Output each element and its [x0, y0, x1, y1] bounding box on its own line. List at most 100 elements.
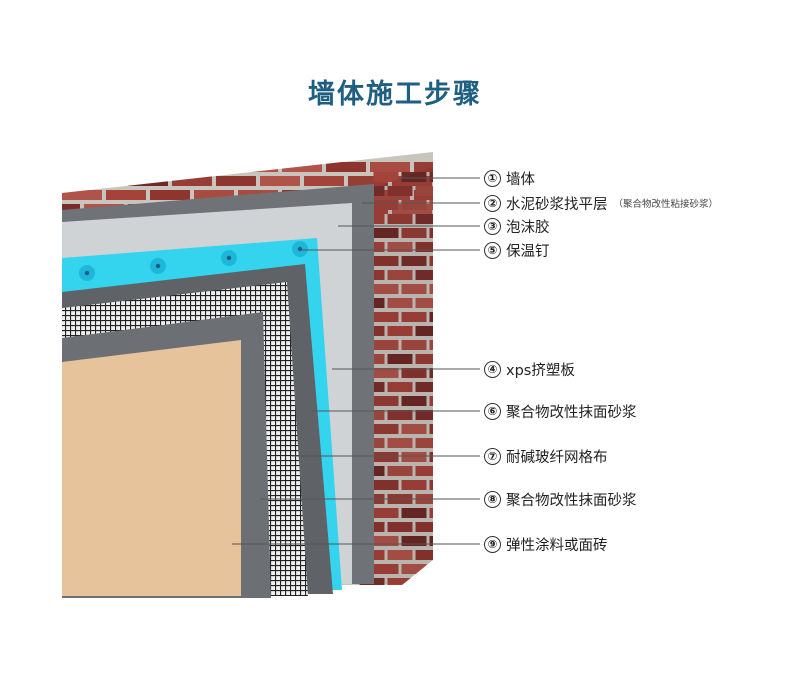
label-wall: ① 墙体	[484, 167, 535, 189]
brick	[415, 522, 433, 532]
brick	[415, 298, 433, 308]
brick	[62, 190, 102, 200]
brick	[62, 176, 80, 186]
brick	[387, 214, 413, 224]
brick	[429, 536, 433, 546]
brick	[429, 452, 433, 462]
brick	[429, 200, 433, 210]
label-insulation-nail: ⑤ 保温钉	[484, 239, 550, 261]
brick	[401, 312, 427, 322]
brick	[348, 176, 388, 186]
label-foam-glue: ③ 泡沫胶	[484, 215, 550, 237]
brick	[401, 396, 427, 406]
brick	[194, 190, 234, 200]
brick	[128, 176, 168, 186]
brick	[401, 564, 427, 574]
insulation-nails	[79, 241, 308, 281]
brick	[387, 354, 413, 364]
brick	[216, 176, 256, 186]
brick	[387, 382, 413, 392]
brick	[238, 162, 278, 172]
brick	[415, 550, 433, 560]
brick	[373, 368, 399, 378]
brick	[260, 176, 300, 186]
brick	[429, 480, 433, 490]
brick	[387, 550, 413, 560]
brick	[401, 256, 427, 266]
brick	[150, 190, 190, 200]
brick	[401, 228, 427, 238]
label-render-mortar-1: ⑥ 聚合物改性抹面砂浆	[484, 400, 637, 422]
label-text: 水泥砂浆找平层	[506, 196, 608, 213]
brick	[401, 480, 427, 490]
brick	[415, 354, 433, 364]
label-number: ⑦	[484, 447, 501, 465]
brick	[373, 536, 399, 546]
brick	[373, 452, 399, 462]
label-text: 弹性涂料或面砖	[506, 537, 608, 554]
brick	[429, 172, 433, 182]
brick	[387, 326, 413, 336]
brick	[401, 200, 427, 210]
nail-dot	[221, 250, 237, 266]
brick	[387, 242, 413, 252]
brick	[429, 396, 433, 406]
label-number: ⑨	[484, 535, 501, 553]
label-text: xps挤塑板	[506, 362, 575, 379]
brick	[373, 172, 399, 182]
brick	[401, 340, 427, 350]
brick	[370, 162, 410, 172]
brick	[373, 340, 399, 350]
brick	[401, 172, 427, 182]
brick	[415, 578, 433, 585]
brick	[373, 284, 399, 294]
brick	[387, 438, 413, 448]
brick	[387, 578, 413, 585]
brick	[373, 312, 399, 322]
label-finish-coating: ⑨ 弹性涂料或面砖	[484, 533, 608, 555]
brick	[415, 466, 433, 476]
brick	[429, 284, 433, 294]
brick	[436, 204, 476, 214]
label-text: 聚合物改性抹面砂浆	[506, 404, 637, 421]
leader-lines	[232, 177, 480, 545]
brick	[172, 176, 212, 186]
brick	[373, 396, 399, 406]
brick	[429, 368, 433, 378]
brick	[429, 256, 433, 266]
label-xps-board: ④ xps挤塑板	[484, 358, 575, 380]
label-number: ⑥	[484, 402, 501, 420]
brick	[414, 162, 433, 172]
brick	[373, 480, 399, 490]
label-number: ①	[484, 169, 501, 187]
brick	[373, 508, 399, 518]
brick	[415, 214, 433, 224]
brick	[415, 410, 433, 420]
brick	[429, 508, 433, 518]
brick	[62, 162, 102, 172]
label-render-mortar-2: ⑧ 聚合物改性抹面砂浆	[484, 488, 637, 510]
brick	[387, 270, 413, 280]
brick	[84, 176, 124, 186]
label-number: ⑧	[484, 490, 501, 508]
brick	[62, 204, 80, 214]
label-number: ③	[484, 217, 501, 235]
brick	[150, 162, 190, 172]
brick	[387, 186, 413, 196]
label-text: 泡沫胶	[506, 219, 550, 236]
brick	[429, 564, 433, 574]
brick	[326, 162, 366, 172]
label-text: 聚合物改性抹面砂浆	[506, 492, 637, 509]
brick	[401, 452, 427, 462]
brick	[415, 326, 433, 336]
brick	[106, 190, 146, 200]
label-text: 墙体	[506, 171, 535, 188]
page-title: 墙体施工步骤	[308, 79, 482, 110]
label-leveling-layer: ② 水泥砂浆找平层 （聚合物改性粘接砂浆）	[484, 192, 718, 214]
brick	[387, 410, 413, 420]
brick	[282, 162, 322, 172]
nail-dot	[292, 241, 308, 257]
brick	[387, 466, 413, 476]
brick	[429, 340, 433, 350]
